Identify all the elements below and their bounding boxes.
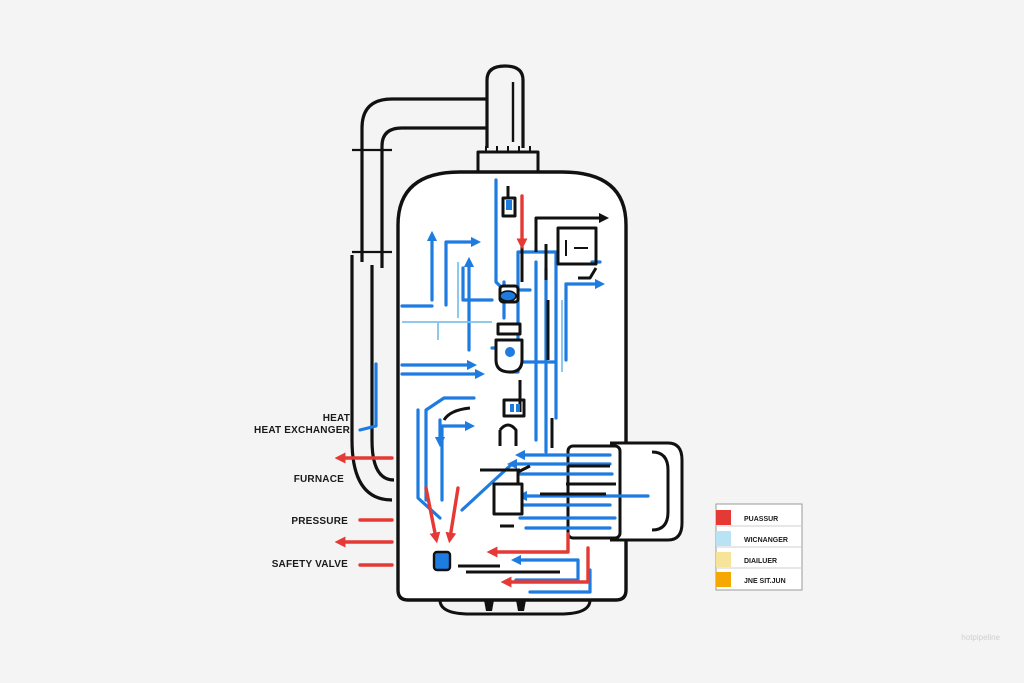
legend-label-1: PUASSUR: [744, 516, 778, 523]
control-lines: [442, 186, 616, 574]
label-heat: HEAT: [323, 413, 350, 424]
label-heat-exchanger: HEAT EXCHANGER: [254, 425, 351, 436]
label-pressure: PRESSURE: [291, 516, 348, 527]
legend-label-2: WICNANGER: [744, 537, 788, 544]
legend-swatch-1: [716, 510, 731, 525]
legend-swatch-4: [716, 572, 731, 587]
watermark: hotpipeline: [961, 633, 1000, 642]
legend-label-3: DIAILUER: [744, 558, 777, 565]
legend: PUASSUR WICNANGER DIAILUER JNE SIT.JUN: [715, 503, 803, 591]
burner-housing: [566, 441, 684, 542]
valve-components: [432, 200, 520, 572]
external-red-arrows: [334, 452, 394, 567]
legend-swatch-3: [716, 552, 731, 567]
light-blue-lines: [402, 262, 563, 372]
label-furnace: FURNACE: [294, 474, 344, 485]
legend-label-4: JNE SIT.JUN: [744, 578, 786, 585]
left-labels: HEAT HEAT EXCHANGER FURNACE PRESSURE SAF…: [254, 413, 351, 570]
legend-swatch-2: [716, 531, 731, 546]
red-flow-lines: [424, 194, 590, 588]
label-safety-valve: SAFETY VALVE: [272, 559, 348, 570]
